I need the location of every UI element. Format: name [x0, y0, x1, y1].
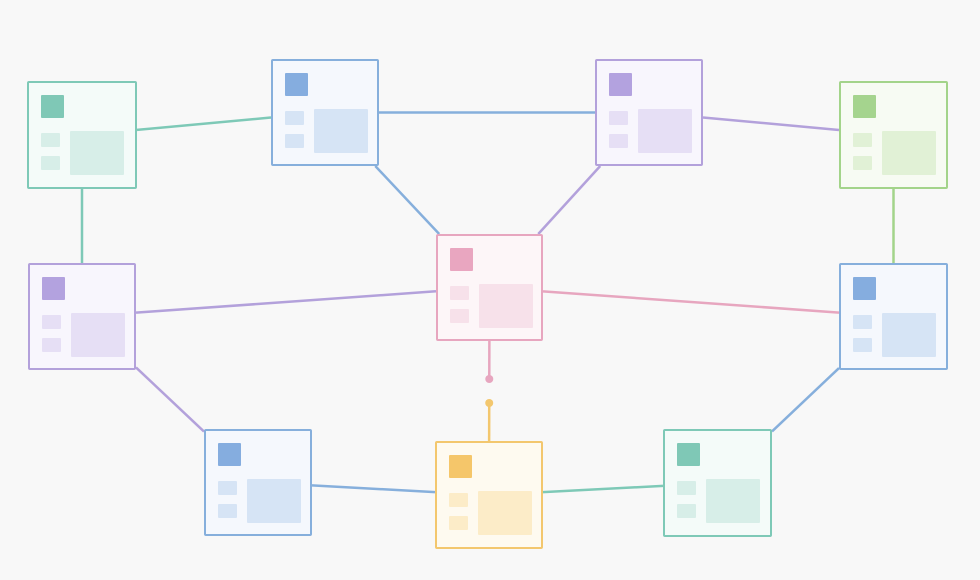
node-top-right[interactable]: [839, 81, 948, 189]
node-accent-square: [285, 73, 308, 96]
node-bar: [609, 111, 628, 125]
node-accent-square: [218, 443, 241, 466]
node-accent-square: [609, 73, 632, 96]
node-bar: [677, 481, 696, 495]
node-bar: [42, 338, 61, 352]
node-panel: [882, 131, 936, 175]
edge-top-center-right-top-right: [702, 116, 840, 132]
node-bar: [41, 156, 60, 170]
node-bar: [609, 134, 628, 148]
node-accent-square: [450, 248, 473, 271]
node-bar: [853, 156, 872, 170]
node-bar: [449, 493, 468, 507]
node-mid-right[interactable]: [839, 263, 948, 370]
node-bar: [853, 133, 872, 147]
edge-bottom-center-bottom-right: [542, 484, 664, 494]
node-mid-left[interactable]: [28, 263, 136, 370]
node-bar: [42, 315, 61, 329]
node-panel: [479, 284, 533, 328]
node-bar: [41, 133, 60, 147]
node-accent-square: [853, 95, 876, 118]
edge-top-center-right-center: [537, 165, 602, 235]
node-accent-square: [677, 443, 700, 466]
node-bottom-center[interactable]: [435, 441, 543, 549]
node-center[interactable]: [436, 234, 543, 341]
connector-handle[interactable]: [485, 375, 494, 383]
node-panel: [314, 109, 368, 153]
node-bar: [450, 309, 469, 323]
node-panel: [882, 313, 936, 357]
node-bar: [285, 134, 304, 148]
node-panel: [478, 491, 532, 535]
node-panel: [247, 479, 301, 523]
node-panel: [71, 313, 125, 357]
node-accent-square: [42, 277, 65, 300]
edge-top-left-top-center-left: [136, 116, 272, 132]
node-top-center-left[interactable]: [271, 59, 379, 166]
node-bar: [449, 516, 468, 530]
node-panel: [638, 109, 692, 153]
edge-mid-left-center: [135, 290, 437, 314]
connector-handle[interactable]: [485, 399, 494, 407]
node-bottom-left[interactable]: [204, 429, 312, 536]
node-bar: [677, 504, 696, 518]
node-bar: [218, 481, 237, 495]
node-accent-square: [449, 455, 472, 478]
node-panel: [706, 479, 760, 523]
node-accent-square: [853, 277, 876, 300]
node-bar: [218, 504, 237, 518]
node-top-left[interactable]: [27, 81, 137, 189]
node-accent-square: [41, 95, 64, 118]
edge-mid-left-bottom-left: [135, 366, 205, 433]
node-bar: [853, 338, 872, 352]
edge-bottom-left-bottom-center: [311, 484, 436, 494]
node-bottom-right[interactable]: [663, 429, 772, 537]
edge-top-center-left-center: [374, 165, 441, 235]
node-bar: [450, 286, 469, 300]
node-bar: [285, 111, 304, 125]
node-top-center-right[interactable]: [595, 59, 703, 166]
edge-mid-right-bottom-right: [771, 367, 840, 433]
node-bar: [853, 315, 872, 329]
node-panel: [70, 131, 124, 175]
edge-center-mid-right: [542, 290, 840, 314]
